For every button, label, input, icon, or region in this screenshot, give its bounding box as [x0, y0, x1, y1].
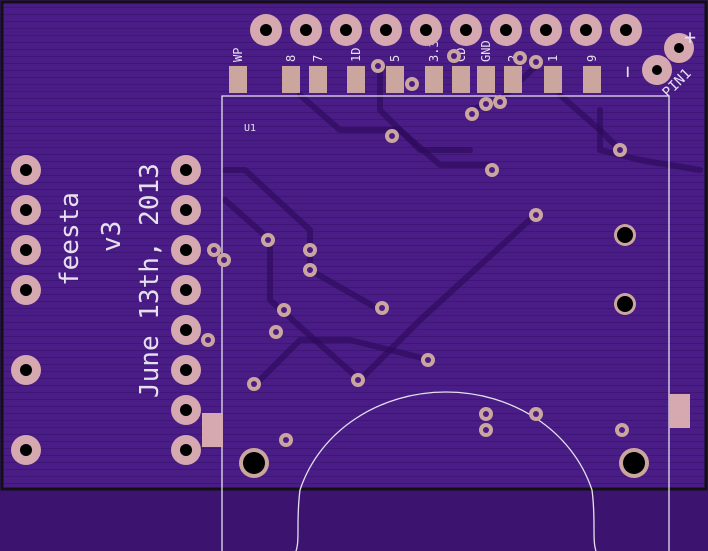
title-line-2: v3	[97, 221, 127, 252]
title-line-1: feesta	[55, 192, 85, 286]
via-hole	[497, 99, 503, 105]
smd-pad	[583, 66, 601, 93]
board-title: feesta v3 June 13th, 2013	[55, 163, 165, 398]
via-hole	[489, 167, 495, 173]
via-hole	[483, 101, 489, 107]
header-pad-hole	[300, 24, 312, 36]
via-hole	[211, 247, 217, 253]
top-header	[250, 14, 642, 46]
via-hole	[221, 257, 227, 263]
pin-label: 7	[311, 55, 325, 62]
smd-pad	[425, 66, 443, 93]
via-hole	[533, 59, 539, 65]
right-pad-hole	[180, 404, 192, 416]
pin-label: 5	[388, 55, 402, 62]
right-pad-hole	[180, 444, 192, 456]
via-hole	[451, 53, 457, 59]
smd-pads	[229, 66, 601, 93]
minus-sign: −	[615, 66, 639, 78]
header-pad-hole	[460, 24, 472, 36]
smd-pad	[544, 66, 562, 93]
header-pad-hole	[260, 24, 272, 36]
via-hole	[425, 357, 431, 363]
via-hole	[617, 147, 623, 153]
via-hole	[265, 237, 271, 243]
via-hole	[251, 381, 257, 387]
left-pad-hole	[20, 244, 32, 256]
left-pad-hole	[20, 164, 32, 176]
via-hole	[375, 63, 381, 69]
header-pad-hole	[340, 24, 352, 36]
side-pad-left	[202, 413, 223, 447]
right-pad-hole	[180, 284, 192, 296]
power-connector: + − PIN1	[615, 25, 696, 101]
smd-pad	[309, 66, 327, 93]
pin-label: 1	[546, 55, 560, 62]
mounting-hole-center	[617, 296, 633, 312]
side-pad-right	[669, 394, 690, 428]
pin-label: 2	[506, 55, 520, 62]
smd-pad	[386, 66, 404, 93]
via-hole	[205, 337, 211, 343]
title-line-3: June 13th, 2013	[135, 163, 165, 398]
right-pad-hole	[180, 364, 192, 376]
pin-label: WP	[231, 48, 245, 62]
via-hole	[533, 411, 539, 417]
via-hole	[517, 55, 523, 61]
header-pad-hole	[380, 24, 392, 36]
pin-label: 1D	[349, 48, 363, 62]
via-hole	[483, 411, 489, 417]
mounting-hole-center	[623, 452, 645, 474]
right-pad-hole	[180, 244, 192, 256]
right-pad-hole	[180, 164, 192, 176]
vias	[201, 49, 629, 447]
header-pad-hole	[580, 24, 592, 36]
pin-label: 3.3	[427, 40, 441, 62]
part-label: U1	[244, 123, 256, 134]
mounting-hole-center	[243, 452, 265, 474]
via-hole	[307, 247, 313, 253]
traces	[222, 59, 703, 388]
via-hole	[273, 329, 279, 335]
header-pad-hole	[620, 24, 632, 36]
header-pad-hole	[540, 24, 552, 36]
pin-label: GND	[479, 40, 493, 62]
right-pad-hole	[180, 324, 192, 336]
left-pad-hole	[20, 444, 32, 456]
via-hole	[281, 307, 287, 313]
sd-card-outline	[221, 95, 670, 551]
right-pad-hole	[180, 204, 192, 216]
mounting-hole-center	[617, 227, 633, 243]
pin-label: 9	[585, 55, 599, 62]
via-hole	[307, 267, 313, 273]
smd-pad	[347, 66, 365, 93]
left-pad-hole	[20, 364, 32, 376]
smd-pad	[504, 66, 522, 93]
via-hole	[619, 427, 625, 433]
left-pad-hole	[20, 284, 32, 296]
power-pad-plus-hole	[674, 43, 684, 53]
left-pad-hole	[20, 204, 32, 216]
via-hole	[469, 111, 475, 117]
smd-pad	[282, 66, 300, 93]
via-hole	[389, 133, 395, 139]
plus-sign: +	[684, 25, 696, 49]
via-hole	[379, 305, 385, 311]
via-hole	[533, 212, 539, 218]
power-pad-minus-hole	[652, 65, 662, 75]
pin-label: 8	[284, 55, 298, 62]
smd-pad	[452, 66, 470, 93]
via-hole	[409, 81, 415, 87]
header-pad-hole	[420, 24, 432, 36]
smd-pad	[229, 66, 247, 93]
header-pad-hole	[500, 24, 512, 36]
via-hole	[483, 427, 489, 433]
left-header	[11, 155, 201, 465]
mounting-holes	[239, 224, 649, 478]
smd-pad	[477, 66, 495, 93]
via-hole	[355, 377, 361, 383]
via-hole	[283, 437, 289, 443]
